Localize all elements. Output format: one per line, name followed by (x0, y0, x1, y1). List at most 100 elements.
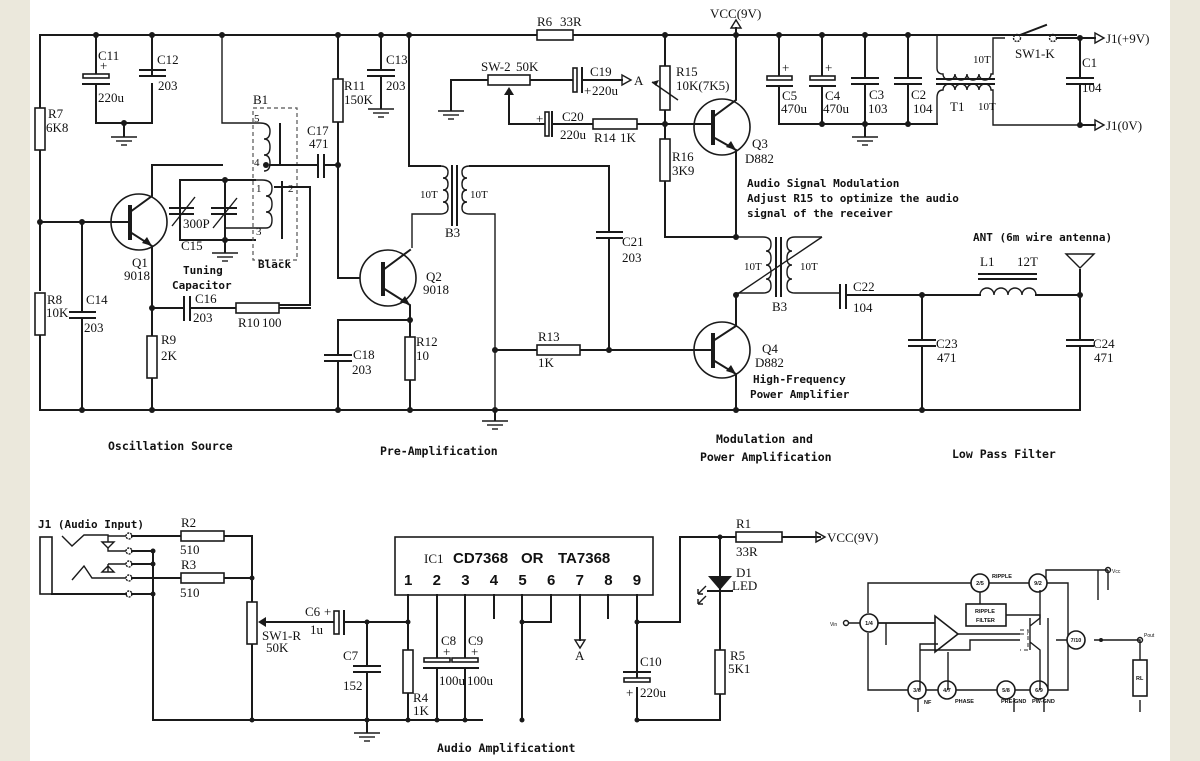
r6-value: 33R (560, 14, 582, 29)
q2-value: 9018 (423, 282, 449, 297)
q3-value: D882 (745, 151, 774, 166)
sw1k-label: SW1-K (1015, 46, 1055, 61)
ground-icon (353, 732, 381, 742)
r6-ref: R6 (537, 14, 553, 29)
ripple-label: RIPPLE (992, 574, 1012, 580)
ground-icon (851, 136, 879, 146)
c14-ref: C14 (86, 292, 108, 307)
svg-text:+: + (100, 58, 107, 73)
ic-node-5-8 (996, 680, 1016, 700)
r3-value: 510 (180, 585, 200, 600)
b3a-primary: 10T (420, 189, 438, 201)
capacitor-c5 (766, 75, 793, 81)
q3-ref: Q3 (752, 136, 768, 151)
resistor-r9 (146, 335, 158, 379)
audio-amplification-section: J1 (Audio Input) R2 510 R3 510 SW1-R 50K… (38, 515, 878, 755)
load-resistor-rl (1132, 659, 1148, 697)
tuning-note-1: Tuning (183, 264, 223, 277)
ic-node-6-9 (1029, 680, 1049, 700)
sw1r-ref: SW1-R (262, 628, 301, 643)
circuit-schematic: R7 6K8 R8 10K C11 + 220u C12 203 C14 203… (34, 6, 1155, 755)
nf-label: NF (924, 700, 932, 706)
ic-node-label: 7/10 (1071, 638, 1082, 644)
c6-value: 1u (310, 622, 324, 637)
audio-mod-note-3: signal of the receiver (747, 207, 893, 220)
c2-ref: C2 (911, 87, 926, 102)
b1-ref: B1 (253, 92, 268, 107)
svg-text:+: + (471, 644, 478, 659)
sw2-value: 50K (516, 59, 539, 74)
ic1-pin-7: 7 (576, 572, 584, 589)
c10-value: 220u (640, 685, 667, 700)
pre-amplification-section: R11 150K C13 203 10T 10T B3 Q2 9018 C18 … (324, 32, 696, 430)
ic1-pin-8: 8 (604, 572, 612, 589)
ic1-part2: TA7368 (558, 550, 610, 567)
c3-value: 103 (868, 101, 888, 116)
j1-neg-arrow-icon (1094, 118, 1106, 132)
c11-ref: C11 (98, 48, 119, 63)
switch-sw1k[interactable] (1018, 23, 1048, 37)
potentiometer-sw2[interactable] (487, 74, 531, 86)
b1-shield-box (252, 107, 298, 261)
c6-ref: C6 (305, 604, 321, 619)
ic1-part1: CD7368 (453, 550, 508, 567)
ic1-or: OR (521, 550, 544, 567)
r7-value: 6K8 (46, 120, 68, 135)
ic-node-label: 3/6 (913, 688, 921, 694)
node-a-arrow-icon (621, 73, 633, 87)
c20-value: 220u (560, 127, 587, 142)
b1-pin-3: 3 (256, 226, 262, 238)
b1-pin-2: 2 (288, 183, 294, 195)
resistor-r4 (402, 649, 414, 694)
resistor-r1 (735, 531, 783, 543)
vcc-arrow-icon (815, 530, 827, 544)
b3a-secondary: 10T (470, 189, 488, 201)
section-title-audio: Audio Amplificationt (437, 741, 576, 755)
resistor-r2 (180, 530, 225, 542)
capacitor-c6 (333, 610, 340, 635)
c23-ref: C23 (936, 336, 958, 351)
c7-value: 152 (343, 678, 363, 693)
capacitor-c11 (82, 73, 110, 79)
q1-value: 9018 (124, 268, 150, 283)
vcc-arrow-icon (729, 18, 743, 29)
r11-ref: R11 (344, 78, 365, 93)
c20-ref: C20 (562, 109, 584, 124)
b3a-ref: B3 (445, 225, 460, 240)
svg-text:+: + (443, 644, 450, 659)
ic1-pin-4: 4 (490, 572, 499, 589)
antenna-icon (1064, 253, 1096, 269)
resistor-r6 (536, 29, 574, 41)
capacitor-c9 (451, 657, 479, 663)
node-a-label: A (634, 73, 644, 88)
vcc-small-label: Vcc (1112, 569, 1121, 575)
c4-ref: C4 (825, 88, 841, 103)
resistor-r10 (235, 302, 280, 314)
r8-value: 10K (46, 305, 69, 320)
opamp-icon (934, 614, 960, 654)
r7-ref: R7 (48, 106, 64, 121)
r1-ref: R1 (736, 516, 751, 531)
svg-text:+: + (825, 60, 832, 75)
low-pass-filter-section: L1 12T ANT (6m wire antenna) C23 471 C24… (908, 231, 1115, 413)
volume-pot-sw1r[interactable] (246, 601, 258, 645)
vin-label: Vin (830, 622, 837, 628)
capacitor-c8 (423, 657, 451, 663)
b1-pin-5: 5 (254, 113, 260, 125)
oscillation-source-section: R7 6K8 R8 10K C11 + 220u C12 203 C14 203… (34, 32, 1081, 413)
section-title-modulation-2: Power Amplification (700, 450, 832, 464)
led-d1 (708, 576, 732, 590)
r12-value: 10 (416, 348, 429, 363)
c7-ref: C7 (343, 648, 359, 663)
inductor-l1 (979, 287, 1037, 296)
r13-ref: R13 (538, 329, 560, 344)
t1-ref: T1 (950, 99, 964, 114)
c12-value: 203 (158, 78, 178, 93)
audio-jack-j1[interactable] (39, 536, 53, 595)
sw1r-value: 50K (266, 640, 289, 655)
svg-text:+: + (782, 60, 789, 75)
b1-pin-4: 4 (254, 157, 260, 169)
j1-audio-label: J1 (Audio Input) (38, 518, 144, 531)
l1-value: 12T (1017, 254, 1038, 269)
